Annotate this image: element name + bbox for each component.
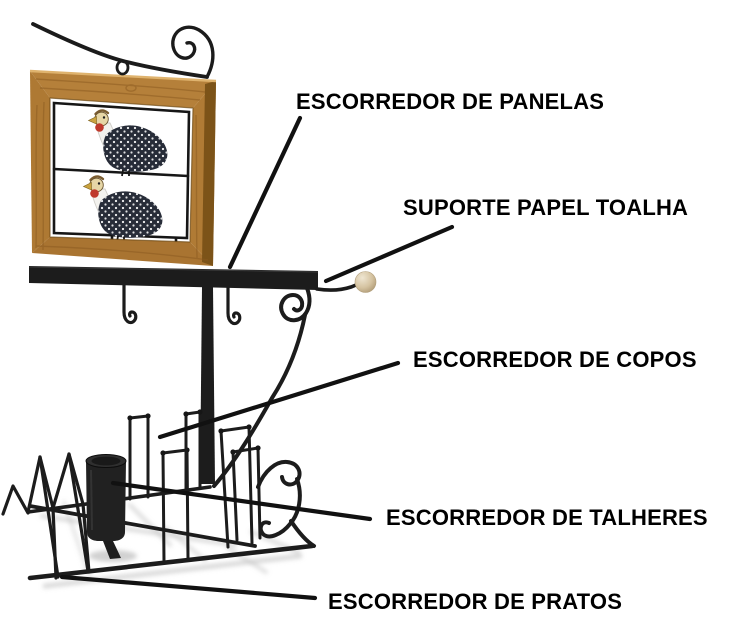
scroll-brace: [212, 286, 312, 488]
bird-feet: [121, 169, 130, 177]
rack-front-rail: [27, 543, 315, 581]
rack-mid-rail: [28, 504, 257, 548]
wood-grain: [35, 78, 209, 261]
paper-towel-arm: [315, 283, 358, 292]
bracket-rod: [31, 22, 209, 79]
guinea-fowl-figure-bottom: [82, 175, 164, 244]
bird-wattle: [95, 123, 104, 132]
label-escorredor-de-talheres: ESCORREDOR DE TALHERES: [386, 505, 708, 530]
cup-drainer-prongs: [127, 409, 262, 564]
label-escorredor-de-copos: ESCORREDOR DE COPOS: [413, 347, 697, 372]
bird-crest: [94, 109, 110, 116]
wood-frame: [29, 69, 217, 266]
leader-lines: [59, 115, 455, 601]
leader-line-talheres: [110, 480, 373, 522]
hanging-ring: [115, 59, 130, 76]
bracket-scroll-curl: [171, 25, 215, 79]
pot-rack-shelf: [28, 266, 319, 290]
label-suporte-papel-toalha: SUPORTE PAPEL TOALHA: [403, 195, 689, 220]
bird-body-spots: [103, 125, 168, 172]
leader-line-toalha: [323, 224, 455, 284]
plate-drainer-zigzag: [1, 452, 91, 580]
rack-side-scroll: [256, 459, 316, 548]
leader-line-panelas: [227, 115, 303, 270]
dish-rack: [1, 409, 316, 581]
pot-hook: [122, 280, 138, 325]
pot-hooks: [122, 280, 242, 326]
guinea-fowl-figure-top: [87, 109, 168, 177]
label-escorredor-de-pratos: ESCORREDOR DE PRATOS: [328, 589, 623, 614]
paper-towel-holder: [315, 271, 377, 293]
bird-eye: [102, 116, 106, 119]
paper-towel-knob: [354, 271, 377, 293]
leader-line-copos: [157, 360, 401, 440]
center-post: [200, 287, 215, 484]
wall-bracket: [31, 22, 215, 79]
cutlery-holder-cup: [85, 454, 127, 559]
leader-line-pratos: [59, 574, 318, 601]
bird-beak: [87, 116, 97, 125]
pot-hook: [226, 281, 242, 326]
label-escorredor-de-panelas: ESCORREDOR DE PANELAS: [296, 89, 605, 114]
